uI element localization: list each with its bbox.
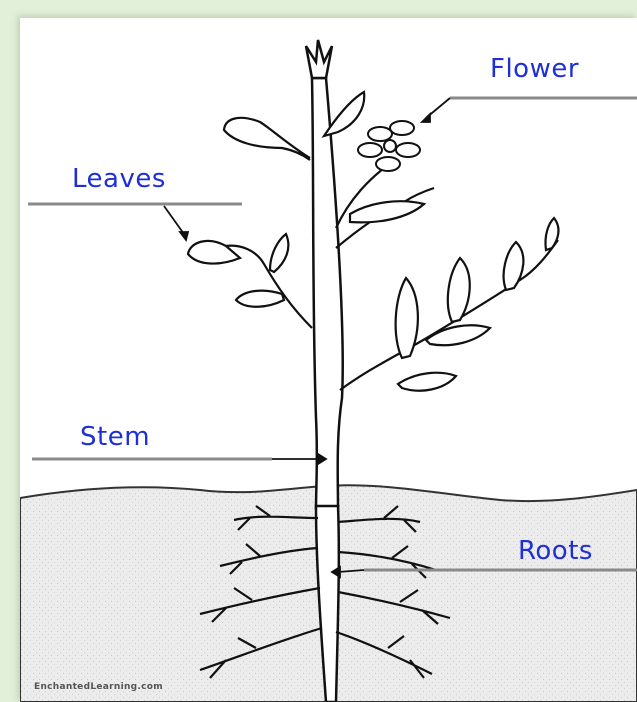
plant-diagram <box>20 18 637 702</box>
label-roots: Roots <box>518 536 593 566</box>
leaf-right-4 <box>545 218 558 250</box>
top-bud <box>306 40 332 78</box>
leaf-right-6 <box>398 373 456 391</box>
label-leaves: Leaves <box>72 164 166 194</box>
label-flower: Flower <box>490 54 579 84</box>
leaf-right-1 <box>396 278 418 358</box>
leaf-upper-left <box>224 118 310 160</box>
leaf-left-1 <box>188 241 240 264</box>
leaf-right-3 <box>504 242 524 290</box>
leaf-right-5 <box>426 325 490 345</box>
leaf-left-2 <box>270 234 288 272</box>
label-stem: Stem <box>80 422 150 452</box>
leaf-right-2 <box>448 258 470 322</box>
watermark: EnchantedLearning.com <box>34 682 163 692</box>
leaf-left-3 <box>236 291 284 307</box>
diagram-panel: Flower Leaves Stem Roots EnchantedLearni… <box>20 18 637 702</box>
main-stem <box>312 78 343 508</box>
flower-shape <box>358 121 420 171</box>
leaf-flower-side <box>350 201 424 222</box>
